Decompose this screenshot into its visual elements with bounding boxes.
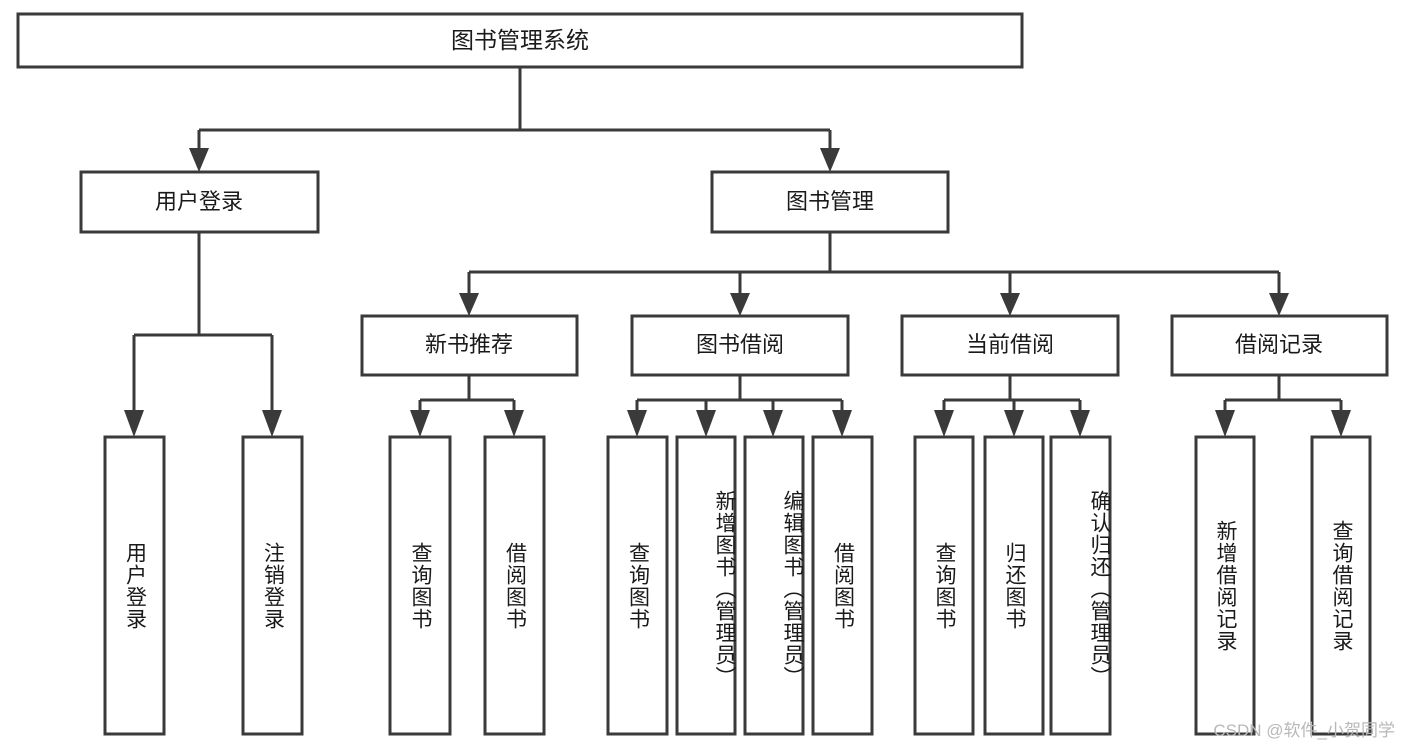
arrowhead-new-book-leaf2	[504, 410, 524, 437]
arrowhead-to-current-borrow	[1000, 293, 1020, 316]
arrowhead-book-borrow-leaf3	[763, 410, 783, 437]
leaf-user-login-1[interactable]	[241, 435, 304, 736]
arrowhead-current-borrow-leaf2	[1004, 410, 1024, 437]
node-book-management-label: 图书管理	[786, 189, 874, 214]
leaf-current-borrow-0[interactable]	[913, 435, 975, 736]
leaf-book-borrow-0[interactable]	[606, 435, 669, 736]
arrowhead-current-borrow-leaf3	[1070, 410, 1090, 437]
leaf-borrow-record-0[interactable]	[1194, 435, 1256, 736]
arrowhead-borrow-record-leaf1	[1215, 410, 1235, 437]
leaf-user-login-0[interactable]	[103, 435, 166, 736]
leaf-borrow-record-1[interactable]	[1310, 435, 1372, 736]
node-new-book-recommend-label: 新书推荐	[425, 332, 513, 357]
node-current-borrow-label: 当前借阅	[966, 332, 1054, 357]
node-borrow-record[interactable]	[1170, 314, 1389, 377]
node-root-label: 图书管理系统	[451, 27, 589, 53]
arrowhead-user-login-left	[124, 410, 144, 437]
arrowhead-book-borrow-leaf2	[696, 410, 716, 437]
arrowhead-book-borrow-leaf1	[627, 410, 647, 437]
node-root-book-management-system[interactable]	[16, 12, 1024, 69]
arrowhead-new-book-leaf1	[410, 410, 430, 437]
node-current-borrow[interactable]	[900, 314, 1120, 377]
node-borrow-record-label: 借阅记录	[1235, 332, 1323, 357]
node-book-management[interactable]	[710, 170, 950, 234]
leaf-current-borrow-2[interactable]	[1049, 435, 1112, 736]
leaf-book-borrow-3[interactable]	[811, 435, 874, 736]
leaf-current-borrow-1[interactable]	[983, 435, 1045, 736]
arrowhead-book-borrow-leaf4	[832, 410, 852, 437]
node-new-book-recommend[interactable]	[360, 314, 579, 377]
node-book-borrow[interactable]	[630, 314, 850, 377]
node-user-login-label: 用户登录	[155, 189, 243, 214]
arrowhead-borrow-record-leaf2	[1331, 410, 1351, 437]
arrowhead-root-to-user-login	[189, 148, 209, 172]
arrowhead-root-to-book-management	[820, 148, 840, 172]
arrowhead-current-borrow-leaf1	[934, 410, 954, 437]
leaf-new-book-1[interactable]	[483, 435, 546, 736]
leaf-book-borrow-2[interactable]	[743, 435, 805, 736]
arrowhead-to-book-borrow	[730, 293, 750, 316]
leaf-book-borrow-1[interactable]	[675, 435, 737, 736]
arrowhead-user-login-right	[262, 410, 282, 437]
arrowhead-to-new-book	[459, 293, 479, 316]
leaf-new-book-0[interactable]	[388, 435, 452, 736]
node-book-borrow-label: 图书借阅	[696, 332, 784, 357]
arrowhead-to-borrow-record	[1269, 293, 1289, 316]
